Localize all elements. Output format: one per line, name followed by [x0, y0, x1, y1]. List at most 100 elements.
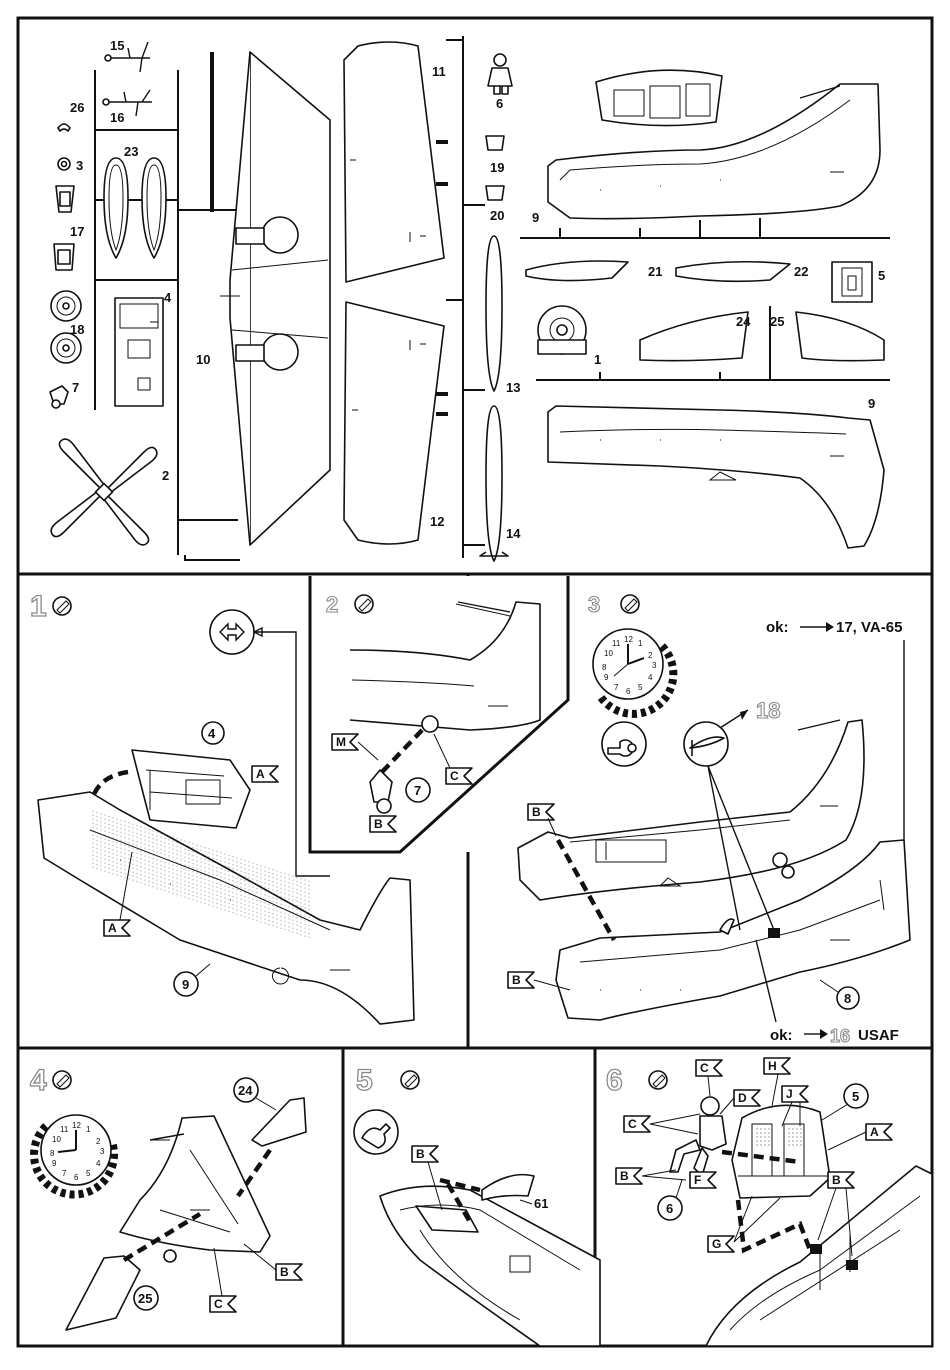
callout-label: 9	[182, 977, 189, 992]
part-label: 22	[794, 264, 808, 279]
part-25	[796, 312, 884, 361]
flag-b-right: B	[828, 1172, 854, 1188]
part-22	[676, 262, 790, 282]
svg-text:1: 1	[86, 1125, 91, 1134]
step-number: 2	[326, 592, 338, 617]
pilot-figure-6	[670, 1097, 726, 1176]
stabilizer-25	[66, 1256, 140, 1330]
part-7	[50, 386, 68, 408]
paint-mix-icon	[354, 1110, 398, 1154]
svg-text:ok:: ok:	[770, 1027, 793, 1044]
step-4: 4 12 1 2 3 4 5 6 7 8 9 10 11 24	[30, 1064, 306, 1330]
part-20	[486, 186, 504, 200]
part-3	[58, 158, 70, 170]
part-14	[480, 406, 508, 561]
flag-j: J	[782, 1086, 808, 1102]
part-label: 23	[124, 144, 138, 159]
part-label: 5	[878, 268, 885, 283]
glue-icon	[53, 1071, 71, 1089]
part-23	[104, 158, 166, 258]
clock-icon: 12 1 2 3 4 5 6 7 8 9 10 11	[34, 1115, 114, 1195]
svg-text:B: B	[280, 1265, 289, 1279]
glue-icon	[621, 595, 639, 613]
callout-label: 24	[238, 1083, 253, 1098]
part-label: 15	[110, 38, 124, 53]
part-label: 14	[506, 526, 521, 541]
flag-c: C	[210, 1296, 236, 1312]
step-number: 4	[30, 1064, 47, 1097]
part-label: 1	[594, 352, 601, 367]
part-label: 3	[76, 158, 83, 173]
part-label: 20	[490, 208, 504, 223]
svg-text:12: 12	[624, 635, 633, 644]
part-label: 17	[70, 224, 84, 239]
svg-text:USAF: USAF	[858, 1027, 899, 1044]
svg-text:2: 2	[96, 1137, 101, 1146]
svg-text:3: 3	[100, 1147, 105, 1156]
part-4	[115, 298, 163, 406]
svg-text:6: 6	[74, 1173, 79, 1182]
callout-label: 7	[414, 783, 421, 798]
svg-text:8: 8	[50, 1149, 55, 1158]
flag-a: A	[252, 766, 278, 782]
part-label: 21	[648, 264, 662, 279]
svg-text:3: 3	[652, 661, 657, 670]
flag-d: D	[734, 1090, 760, 1106]
glue-icon	[53, 597, 71, 615]
part-label: 11	[432, 64, 446, 79]
flag-g: G	[708, 1236, 734, 1252]
part-label: 24	[736, 314, 751, 329]
flag-a: A	[866, 1124, 892, 1140]
cockpit-floor-part-4	[132, 750, 250, 828]
decal-icon	[602, 722, 646, 766]
part-12	[344, 302, 448, 544]
flag-b: B	[412, 1146, 438, 1162]
part-21	[526, 261, 628, 281]
part-19	[486, 136, 504, 150]
step-6: 6 C C	[606, 1058, 932, 1346]
svg-text:18: 18	[756, 698, 780, 723]
svg-text:G: G	[712, 1237, 721, 1251]
step-number: 3	[588, 592, 600, 617]
svg-text:C: C	[214, 1297, 223, 1311]
svg-text:4: 4	[648, 673, 653, 682]
ejection-seat	[732, 1105, 830, 1198]
svg-text:A: A	[870, 1125, 879, 1139]
svg-text:A: A	[108, 921, 117, 935]
part-label: 9	[868, 396, 875, 411]
glue-icon	[401, 1071, 419, 1089]
svg-text:F: F	[694, 1173, 701, 1187]
part-label: 12	[430, 514, 444, 529]
part-label: 4	[164, 290, 172, 305]
svg-text:C: C	[628, 1117, 637, 1131]
svg-text:A: A	[256, 767, 265, 781]
svg-text:6: 6	[626, 687, 631, 696]
svg-text:1: 1	[638, 639, 643, 648]
part-label: 16	[110, 110, 124, 125]
svg-text:B: B	[512, 973, 521, 987]
part-9-lower	[548, 406, 884, 548]
glue-icon	[649, 1071, 667, 1089]
callout-label: 25	[138, 1291, 152, 1306]
svg-text:17, VA-65: 17, VA-65	[836, 619, 902, 636]
svg-text:B: B	[416, 1147, 425, 1161]
part-label: 2	[162, 468, 169, 483]
svg-text:H: H	[768, 1059, 777, 1073]
svg-text:9: 9	[604, 673, 609, 682]
instrument-panel-61	[482, 1175, 534, 1200]
part-label: 6	[496, 96, 503, 111]
part-label: 26	[70, 100, 84, 115]
step-number: 6	[606, 1064, 623, 1097]
flag-h: H	[764, 1058, 790, 1074]
part-5	[832, 262, 872, 302]
flag-a-lower: A	[104, 920, 130, 936]
svg-text:10: 10	[604, 649, 613, 658]
part-10	[210, 52, 330, 545]
part-1	[538, 306, 586, 354]
svg-text:B: B	[832, 1173, 841, 1187]
part-label: 7	[72, 380, 79, 395]
part-label: 25	[770, 314, 784, 329]
svg-text:12: 12	[72, 1121, 81, 1130]
part-2	[51, 439, 157, 545]
